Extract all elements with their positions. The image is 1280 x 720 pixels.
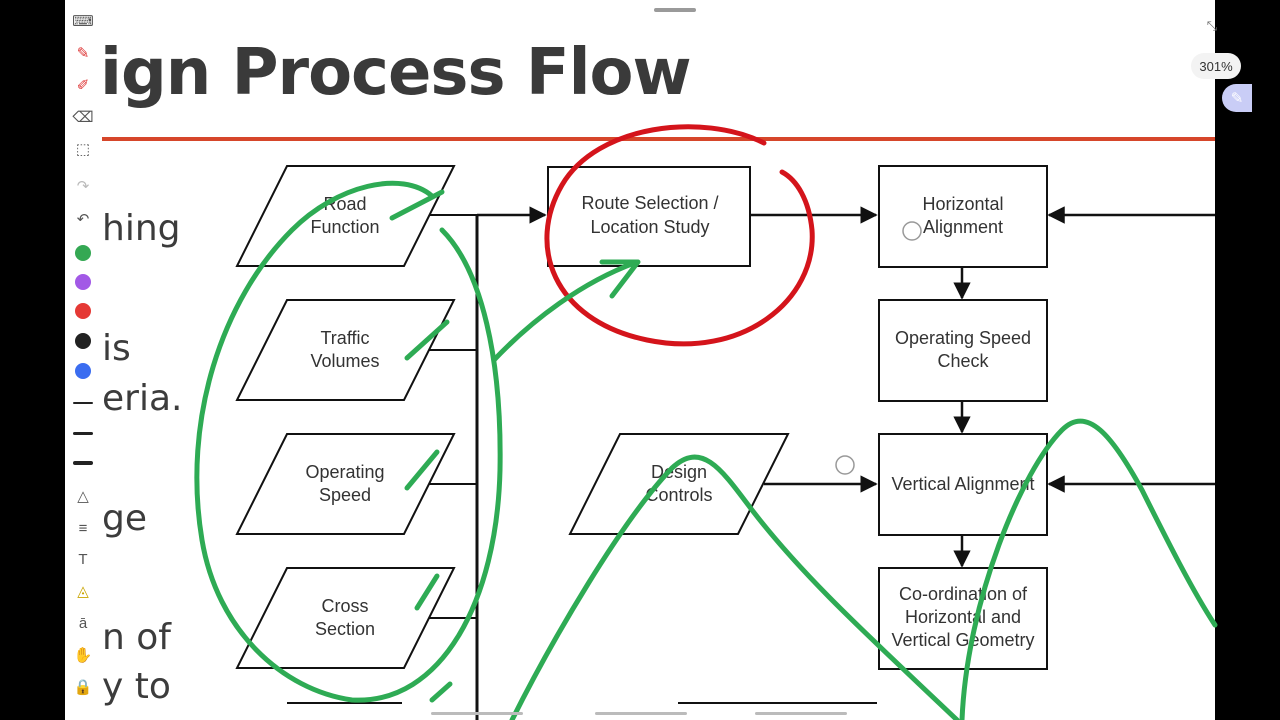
green-ink-loop (194, 180, 503, 703)
medium-stroke-option[interactable] (73, 432, 93, 435)
pen-icon: ✎ (1230, 90, 1244, 107)
node-label: Speed (319, 485, 371, 505)
drag-handle[interactable] (654, 8, 696, 12)
purple-color-swatch[interactable] (75, 274, 91, 290)
node-label: Check (937, 351, 989, 371)
page-scroll-indicator[interactable] (431, 712, 523, 715)
route-selection-node (547, 166, 751, 267)
node-label: Function (310, 217, 379, 237)
undo-icon[interactable]: ↶ (76, 211, 90, 228)
green-ink-arrow (491, 259, 641, 363)
design-controls-node (568, 433, 790, 535)
node-label: Vertical Geometry (891, 630, 1034, 650)
coordination-node (878, 567, 1048, 670)
slide-title: ign Process Flow (100, 36, 692, 110)
pen-icon[interactable]: ✎ (76, 45, 90, 62)
title-divider (102, 137, 1215, 141)
cursor-mark (902, 221, 922, 241)
side-text-fragment: y to (102, 666, 171, 707)
side-text-fragment: hing (102, 208, 181, 249)
side-text-fragment: eria. (102, 378, 183, 419)
node-label: Route Selection / (581, 193, 718, 213)
side-text-fragment: ge (102, 498, 147, 539)
hand-icon[interactable]: ✋ (73, 647, 93, 664)
node-label: Road (323, 194, 366, 214)
collapse-icon[interactable]: ⤡ (1206, 18, 1218, 33)
lasso-icon[interactable]: ⬚ (75, 141, 91, 158)
green-ink-peak-right (959, 418, 1218, 720)
node-label: Volumes (310, 351, 379, 371)
operating-speed-check-node (878, 299, 1048, 402)
left-letterbox (0, 0, 65, 720)
redo-icon[interactable]: ↷ (76, 178, 90, 195)
lock-icon[interactable]: 🔒 (73, 679, 93, 696)
cursor-mark (835, 455, 855, 475)
node-label: Operating Speed (895, 328, 1031, 348)
vertical-alignment-node (878, 433, 1048, 536)
page-scroll-indicator[interactable] (595, 712, 687, 715)
node-label: Co-ordination of (899, 584, 1028, 604)
black-color-swatch[interactable] (75, 333, 91, 349)
slide-canvas[interactable]: ign Process Flow hing is eria. ge n of y… (100, 0, 1252, 720)
node-label: Operating (305, 462, 384, 482)
pen-toolbar: ⌨ ✎ ✐ ⌫ ⬚ ↷ ↶ △ ≡ T ◬ ā ✋ 🔒 (65, 0, 102, 720)
ocr-icon[interactable]: ā (78, 614, 88, 632)
blue-color-swatch[interactable] (75, 363, 91, 379)
node-label: Vertical Alignment (891, 474, 1034, 494)
node-label: Controls (645, 485, 712, 505)
thin-stroke-option[interactable] (73, 402, 93, 404)
note-app-screen: ⌨ ✎ ✐ ⌫ ⬚ ↷ ↶ △ ≡ T ◬ ā ✋ 🔒 ign Process … (65, 0, 1252, 720)
horizontal-alignment-node (878, 165, 1048, 268)
highlighter-icon[interactable]: ✐ (76, 77, 90, 94)
node-label: Location Study (590, 217, 709, 237)
page-scroll-indicator[interactable] (755, 712, 847, 715)
cross-section-node (235, 567, 456, 669)
operating-speed-node (235, 433, 456, 535)
node-label: Traffic (320, 328, 369, 348)
green-color-swatch[interactable] (75, 245, 91, 261)
eraser-icon[interactable]: ⌫ (72, 109, 94, 126)
ruler-icon[interactable]: ≡ (78, 519, 88, 537)
node-label: Cross (321, 596, 368, 616)
keyboard-icon[interactable]: ⌨ (72, 13, 94, 30)
node-label: Section (315, 619, 375, 639)
right-letterbox (1215, 0, 1280, 720)
flow-diagram: Road Function Traffic Volumes Operating … (194, 124, 1218, 720)
traffic-volumes-node (235, 299, 456, 401)
green-ink-peak-left (509, 454, 960, 720)
floating-pen-button[interactable]: ✎ (1222, 84, 1252, 112)
red-ink-circle (544, 124, 815, 347)
shape-icon[interactable]: △ (77, 488, 89, 505)
node-label: Horizontal and (905, 607, 1021, 627)
text-icon[interactable]: T (78, 550, 88, 568)
thick-stroke-option[interactable] (73, 461, 93, 465)
node-label: Alignment (923, 217, 1003, 237)
zoom-indicator: 301% (1191, 53, 1241, 79)
sticker-icon[interactable]: ◬ (77, 583, 89, 600)
node-label: Horizontal (922, 194, 1003, 214)
red-color-swatch[interactable] (75, 303, 91, 319)
side-text-fragment: n of (102, 617, 171, 658)
side-text-fragment: is (102, 328, 131, 369)
road-function-node (235, 165, 456, 267)
